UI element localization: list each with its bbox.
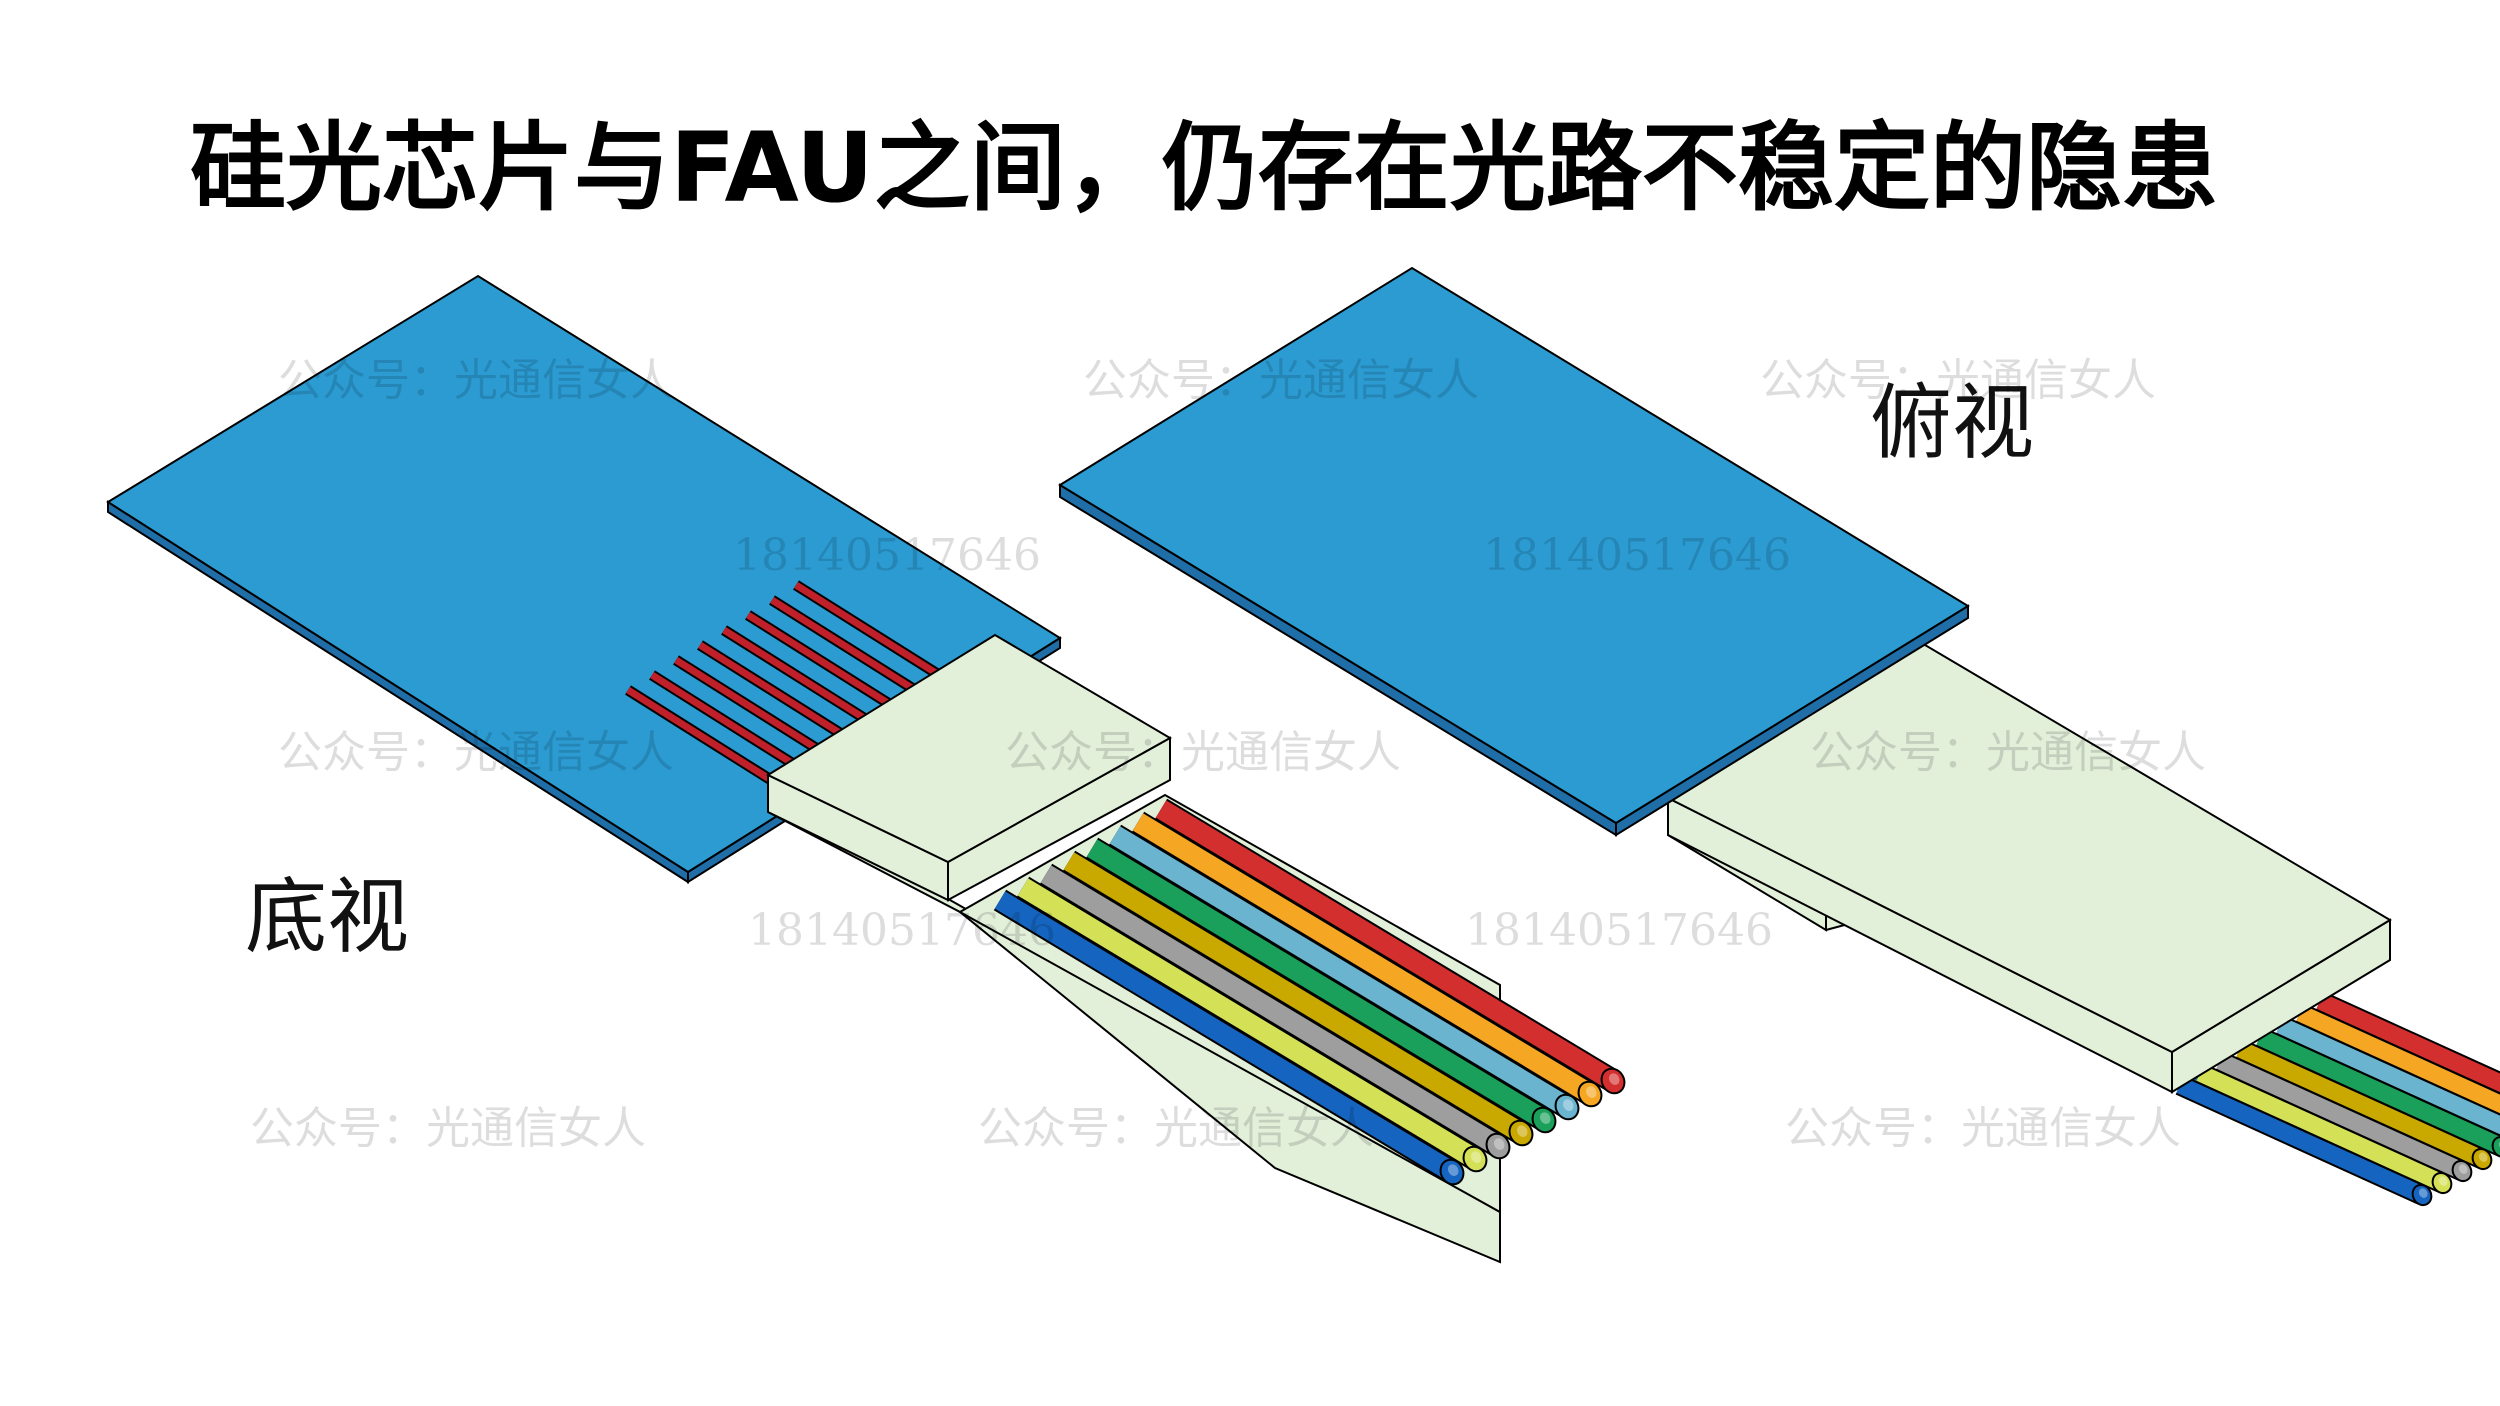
- fiber-end-highlight: [1447, 1164, 1459, 1176]
- fiber-end-highlight: [1539, 1112, 1551, 1124]
- fiber-end-cap: [1508, 1119, 1534, 1147]
- fiber: [1040, 865, 1504, 1155]
- silicon-chip-right: [1058, 266, 1970, 825]
- fiber-ribbon-left: [993, 798, 1626, 1186]
- fiber: [2256, 1029, 2500, 1155]
- fiber: [2296, 1005, 2500, 1114]
- fiber-end-cap: [2451, 1159, 2473, 1183]
- fiber: [1109, 826, 1573, 1116]
- slide-title: 硅光芯片与FAU之间，仍存在光路不稳定的隐患: [190, 112, 2218, 224]
- top-view-assembly: [1058, 266, 2500, 1207]
- fiber-end-cap: [1462, 1145, 1488, 1173]
- fiber: [1086, 839, 1550, 1129]
- fiber-end-cap: [2411, 1183, 2433, 1207]
- fiber: [1063, 852, 1527, 1142]
- fiber-end-highlight: [1562, 1099, 1574, 1111]
- fiber-ribbon-right: [2175, 991, 2500, 1207]
- fiber: [1155, 800, 1619, 1090]
- fiber-end-cap: [1439, 1158, 1465, 1186]
- fiber: [2316, 993, 2500, 1093]
- fiber: [994, 891, 1458, 1181]
- fiber-end-highlight: [2418, 1188, 2428, 1198]
- fiber-end-cap: [1577, 1080, 1603, 1108]
- fiber: [2196, 1065, 2446, 1191]
- fiber-end-highlight: [2478, 1152, 2488, 1162]
- fiber-end-highlight: [1470, 1151, 1482, 1163]
- fiber-end-cap: [1554, 1093, 1580, 1121]
- fau-bottom-lid-top: [765, 633, 1173, 864]
- fiber: [2216, 1053, 2466, 1179]
- fiber: [2236, 1041, 2486, 1167]
- fiber-end-highlight: [1608, 1073, 1620, 1085]
- fiber-end-cap: [2471, 1147, 2493, 1171]
- fiber-end-highlight: [2438, 1176, 2448, 1186]
- fiber: [2276, 1017, 2500, 1135]
- fiber-end-cap: [1531, 1106, 1557, 1134]
- fiber: [1132, 813, 1596, 1103]
- fiber-end-cap: [1485, 1132, 1511, 1160]
- bottom-view-assembly: [106, 274, 1626, 1264]
- fiber-end-highlight: [1516, 1125, 1528, 1137]
- fiber: [1017, 878, 1481, 1168]
- fiber-end-highlight: [1585, 1086, 1597, 1098]
- fiber-end-cap: [1600, 1067, 1626, 1095]
- fiber: [2176, 1077, 2426, 1203]
- fiber-end-cap: [2431, 1171, 2453, 1195]
- top-view-label: 俯视: [1870, 376, 2035, 471]
- fiber-end-highlight: [1493, 1138, 1505, 1150]
- bottom-view-label: 底视: [245, 870, 410, 965]
- fiber-end-cap: [2491, 1135, 2500, 1159]
- fiber-end-highlight: [2458, 1164, 2468, 1174]
